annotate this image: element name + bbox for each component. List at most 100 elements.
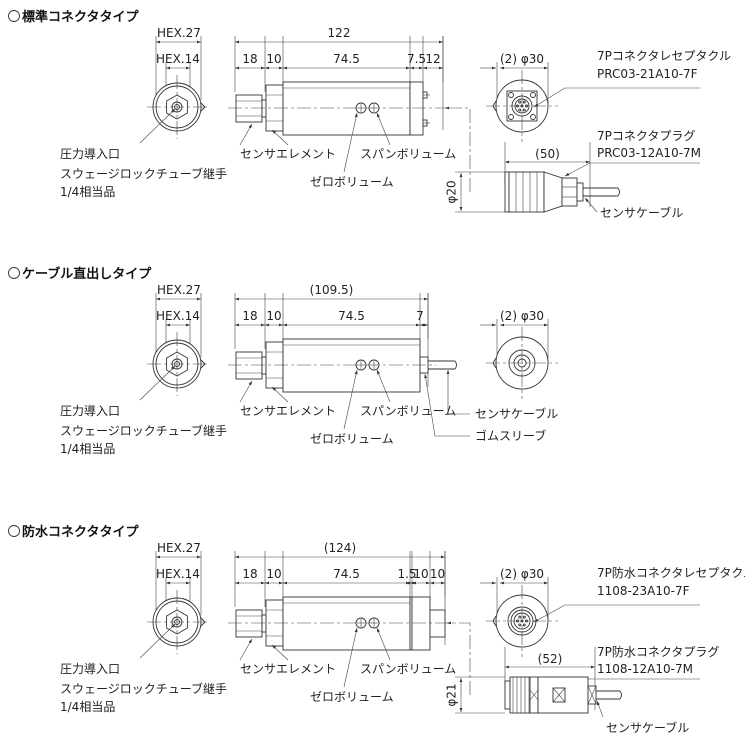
sensor-body: [282, 596, 411, 651]
fitting-label: スウェージロックチューブ継手: [60, 423, 227, 438]
span-volume-label: スパンボリューム: [360, 404, 456, 418]
pin-dot: [518, 108, 522, 112]
fitting-label: スウェージロックチューブ継手: [60, 166, 227, 181]
fitting-equivalent-label: 1/4相当品: [60, 185, 115, 199]
element-leader: [271, 129, 289, 146]
segment-dimension-label: 10: [413, 567, 428, 581]
plug-part-label: PRC03-12A10-7M: [597, 146, 701, 160]
receptacle-part-label: PRC03-21A10-7F: [597, 67, 698, 81]
pin-dot: [522, 615, 526, 619]
sensor-element-label: センサエレメント: [240, 404, 336, 418]
span-volume-label: スパンボリューム: [360, 147, 456, 161]
rear-diameter-label: (2) φ30: [500, 567, 544, 581]
inlet-label: 圧力導入口: [60, 147, 120, 161]
inlet-leader: [139, 365, 176, 401]
zero-leader: [343, 627, 358, 688]
cable-leader: [446, 370, 470, 415]
segment-dimension-label: 10: [430, 567, 445, 581]
segment-dimension-label: 18: [242, 309, 257, 323]
overall-length-label: 122: [328, 26, 351, 40]
mount-hole: [530, 114, 536, 120]
span-volume-label: スパンボリューム: [360, 662, 456, 676]
zero-leader: [343, 369, 358, 430]
cable-leader: [584, 197, 598, 213]
element-leader: [271, 386, 289, 403]
fitting-neck: [261, 99, 267, 118]
pin-dot: [522, 108, 526, 112]
rear-diameter-label: (2) φ30: [500, 52, 544, 66]
cable-stub: [428, 360, 457, 370]
fitting-neck: [261, 614, 267, 633]
segment-dimension-label: 74.5: [338, 309, 365, 323]
receptacle-leader: [533, 604, 700, 623]
cable-label: センサケーブル: [475, 406, 558, 421]
plug-taper: [543, 171, 563, 213]
span-leader: [376, 369, 391, 403]
section-title: 標準コネクタタイプ: [22, 9, 139, 25]
inlet-leader: [139, 623, 176, 659]
receptacle-part-label: 1108-23A10-7F: [597, 584, 690, 598]
tube-fitting: [235, 94, 263, 123]
plug-diameter-label: φ20: [445, 180, 459, 203]
overall-length-label: (109.5): [310, 283, 354, 297]
hex-outer-label: HEX.27: [157, 283, 201, 297]
segment-dimension-label: 1.5: [397, 567, 416, 581]
plug-coupling: [508, 171, 545, 213]
cable-stub: [583, 187, 620, 197]
sensor-body: [282, 338, 421, 393]
fitting-leader: [239, 123, 253, 146]
zero-leader: [343, 112, 358, 173]
cable-stub: [596, 690, 622, 700]
fitting-leader: [239, 380, 253, 403]
cable-label: センサケーブル: [600, 205, 683, 220]
pin-dot: [522, 100, 526, 104]
segment-dimension-label: 7.5: [407, 52, 426, 66]
hex-inner-label: HEX.14: [156, 52, 200, 66]
section-2: ケーブル直出しタイプHEX.27HEX.14圧力導入口スウェージロックチューブ継…: [8, 266, 558, 456]
hex-inner-label: HEX.14: [156, 567, 200, 581]
span-leader: [376, 627, 391, 661]
pin-dot: [518, 615, 522, 619]
sensor-body: [282, 81, 411, 136]
plug-length-label: (50): [535, 147, 560, 161]
section-title: 防水コネクタタイプ: [22, 524, 139, 540]
connection-line: [447, 621, 471, 695]
span-leader: [376, 112, 391, 146]
segment-dimension-label: 7: [416, 309, 424, 323]
line: [552, 687, 566, 703]
fitting-equivalent-label: 1/4相当品: [60, 442, 115, 456]
segment-dimension-label: 18: [242, 52, 257, 66]
zero-volume-label: ゼロボリューム: [310, 175, 394, 189]
segment-dimension-label: 10: [266, 567, 281, 581]
overall-length-label: (124): [324, 541, 356, 555]
line: [587, 685, 597, 705]
section-1: 標準コネクタタイプHEX.27HEX.14圧力導入口スウェージロックチューブ継手…: [8, 9, 731, 220]
hex-outer-label: HEX.27: [157, 541, 201, 555]
cable-clamp: [561, 177, 578, 207]
pin-dot: [518, 623, 522, 627]
connection-line: [445, 106, 471, 192]
rubber-sleeve-label: ゴムスリーブ: [475, 428, 546, 443]
receptacle-name-label: 7P防水コネクタレセプタクル: [597, 565, 745, 580]
pin-dot: [522, 623, 526, 627]
mount-hole: [508, 92, 514, 98]
plug-leader: [564, 162, 700, 177]
tube-fitting: [235, 609, 263, 638]
fitting-leader: [239, 638, 253, 661]
sleeve-leader: [424, 373, 470, 437]
plug-diameter-label: φ21: [445, 683, 459, 706]
plug-front: [504, 680, 511, 710]
tube-fitting: [235, 351, 263, 380]
sensor-element-label: センサエレメント: [240, 147, 336, 161]
bullet-icon: [8, 10, 20, 22]
section-title: ケーブル直出しタイプ: [22, 266, 152, 282]
waterproof-connector: [429, 609, 446, 638]
